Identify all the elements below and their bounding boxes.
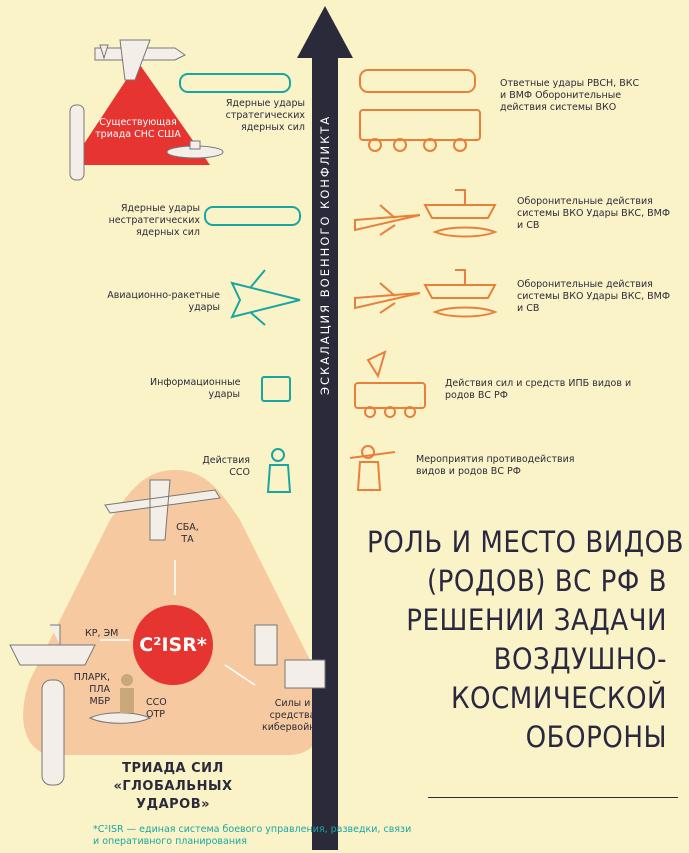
warship-icon xyxy=(423,189,497,219)
title-line: ОБОРОНЫ xyxy=(525,720,667,754)
label-sba: СБА, ТА xyxy=(176,522,199,545)
triad-caption-line2: «глобальных ударов» xyxy=(113,779,233,812)
missile-icon xyxy=(204,206,301,226)
missile-icon xyxy=(41,679,65,786)
title-rule xyxy=(428,797,678,798)
label-counter: Мероприятия противодействия видов и родо… xyxy=(416,454,575,477)
soldier-icon xyxy=(361,445,375,459)
fighter-jet-icon xyxy=(230,269,301,326)
us-triad-triangle xyxy=(70,62,210,165)
label-def1: Оборонительные действия системы ВКО Удар… xyxy=(517,196,671,231)
label-strategic: Ядерные удары стратегических ядерных сил xyxy=(225,98,305,133)
submarine-icon xyxy=(432,226,498,238)
server-icon xyxy=(254,624,278,666)
launcher-truck-icon xyxy=(359,109,481,141)
label-cyber: Силы и средства кибервойны xyxy=(262,698,323,733)
label-plark: ПЛАРК, ПЛА МБР xyxy=(73,672,110,707)
c2isr-label: C²ISR* xyxy=(139,634,207,656)
escalation-arrow-head xyxy=(297,6,353,58)
label-rvsn: Ответные удары РВСН, ВКС и ВМФ Обороните… xyxy=(500,78,640,113)
fighter-jet-icon xyxy=(354,204,421,236)
submarine-icon xyxy=(432,306,498,318)
fighter-jet-icon xyxy=(354,282,421,314)
warship-icon xyxy=(423,269,497,299)
title-line: ВОЗДУШНО- xyxy=(493,642,667,676)
axis-label: ЭСКАЛАЦИЯ ВОЕННОГО КОНФЛИКТА xyxy=(318,114,332,395)
us-triad-label: Существующая триада СНС США xyxy=(95,117,181,140)
satellite-dish-icon xyxy=(366,350,387,379)
missile-icon xyxy=(359,69,476,93)
label-info: Информационные удары xyxy=(150,377,241,400)
computer-icon xyxy=(261,376,291,402)
escalation-arrow-shaft xyxy=(312,55,338,850)
submarine-icon xyxy=(88,712,152,724)
bomber-icon xyxy=(94,39,186,81)
label-ipb: Действия сил и средств ИПБ видов и родов… xyxy=(445,378,632,401)
label-kr: КР, ЭМ xyxy=(85,628,119,639)
title-line: (РОДОВ) ВС РФ В xyxy=(426,564,667,598)
page-title: РОЛЬ И МЕСТО ВИДОВ (РОДОВ) ВС РФ В РЕШЕН… xyxy=(367,523,685,757)
warship-icon xyxy=(9,624,96,666)
label-sso: Действия ССО xyxy=(202,455,250,478)
label-nonstrategic: Ядерные удары нестратегических ядерных с… xyxy=(108,203,200,238)
c2isr-circle: C²ISR* xyxy=(133,605,213,685)
missile-icon xyxy=(69,104,85,181)
computer-icon xyxy=(284,659,326,689)
bomber-icon xyxy=(104,479,221,541)
label-air-missile: Авиационно-ракетные удары xyxy=(107,290,220,313)
title-line: РОЛЬ И МЕСТО ВИДОВ xyxy=(367,525,685,559)
triad-caption: Триада сил «глобальных ударов» xyxy=(78,760,268,814)
soldier-icon xyxy=(120,674,134,713)
title-line: КОСМИЧЕСКОЙ xyxy=(451,681,667,715)
soldier-icon xyxy=(271,448,285,462)
submarine-icon xyxy=(166,140,224,159)
armored-vehicle-icon xyxy=(354,382,426,409)
label-sso-otr: ССО ОТР xyxy=(146,697,167,720)
missile-icon xyxy=(179,73,291,93)
triad-caption-line1: Триада сил xyxy=(122,761,224,776)
link-arrow xyxy=(224,664,256,686)
label-def2: Оборонительные действия системы ВКО Удар… xyxy=(517,279,671,314)
title-line: РЕШЕНИИ ЗАДАЧИ xyxy=(406,603,667,637)
footnote: *C²ISR — единая система боевого управлен… xyxy=(93,824,412,847)
